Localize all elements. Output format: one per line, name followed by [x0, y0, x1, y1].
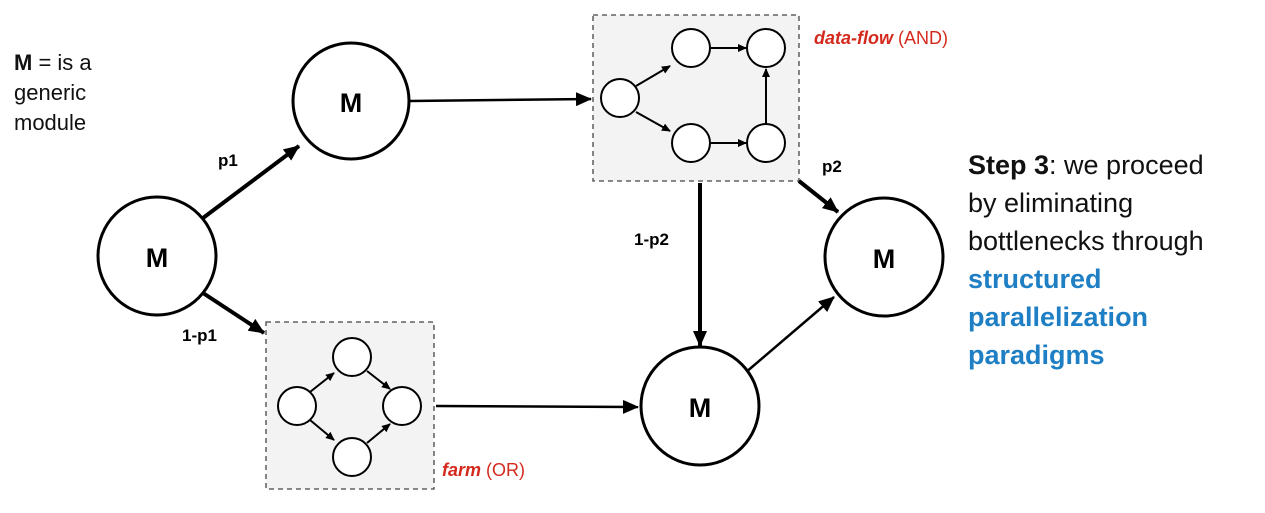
farm-node	[332, 337, 372, 377]
farm-node	[277, 386, 317, 426]
module-top: M	[291, 41, 411, 161]
edge-left-to-farm	[201, 291, 266, 335]
dataflow-node	[600, 78, 640, 118]
step-title: Step 3	[968, 150, 1050, 180]
farm-name: farm	[442, 460, 481, 480]
legend-line-3: module	[14, 110, 87, 135]
dataflow-node	[671, 123, 711, 163]
farm-node	[382, 386, 422, 426]
legend-symbol: M	[14, 50, 33, 75]
module-top-label: M	[340, 88, 363, 118]
module-left-label: M	[146, 243, 169, 273]
farm-caption: farm (OR)	[442, 460, 525, 480]
module-bottom: M	[639, 345, 761, 467]
step-line-1: Step 3: we proceed	[968, 146, 1258, 184]
edge-label-1-p2: 1-p2	[634, 230, 669, 249]
module-right: M	[823, 196, 945, 318]
dataflow-node	[746, 28, 786, 68]
module-left: M	[96, 195, 218, 317]
legend-text: = is a	[32, 50, 92, 75]
edge-farm-to-bottom	[435, 399, 639, 414]
module-right-label: M	[873, 244, 896, 274]
step-highlight-2: parallelization	[968, 302, 1149, 332]
step-highlight-3: paradigms	[968, 340, 1105, 370]
dataflow-node	[671, 28, 711, 68]
step-highlight-1: structured	[968, 264, 1102, 294]
module-bottom-label: M	[689, 393, 712, 423]
edge-label-p1: p1	[218, 151, 238, 170]
legend-line-1: M = is a	[14, 48, 92, 78]
dataflow-name: data-flow	[814, 28, 894, 48]
step-intro: : we proceed	[1049, 150, 1204, 180]
legend: M = is a generic module	[14, 48, 92, 138]
edge-bottom-to-right	[744, 296, 835, 374]
legend-line-2: generic	[14, 80, 87, 105]
edge-dataflow-to-right	[797, 179, 840, 214]
edge-label-1-p1: 1-p1	[182, 326, 217, 345]
farm-graph	[277, 337, 422, 477]
step-3-text: Step 3: we proceed by eliminating bottle…	[968, 146, 1258, 374]
edge-label-p2: p2	[822, 157, 842, 176]
step-line-3: bottlenecks through	[968, 226, 1204, 256]
dataflow-graph	[600, 28, 786, 163]
farm-tag: (OR)	[481, 460, 525, 480]
edge-left-to-top	[201, 144, 301, 220]
step-line-2: by eliminating	[968, 188, 1134, 218]
dataflow-tag: (AND)	[893, 28, 948, 48]
dataflow-caption: data-flow (AND)	[814, 28, 948, 48]
edge-top-to-dataflow	[409, 92, 592, 107]
farm-node	[332, 437, 372, 477]
dataflow-node	[746, 123, 786, 163]
